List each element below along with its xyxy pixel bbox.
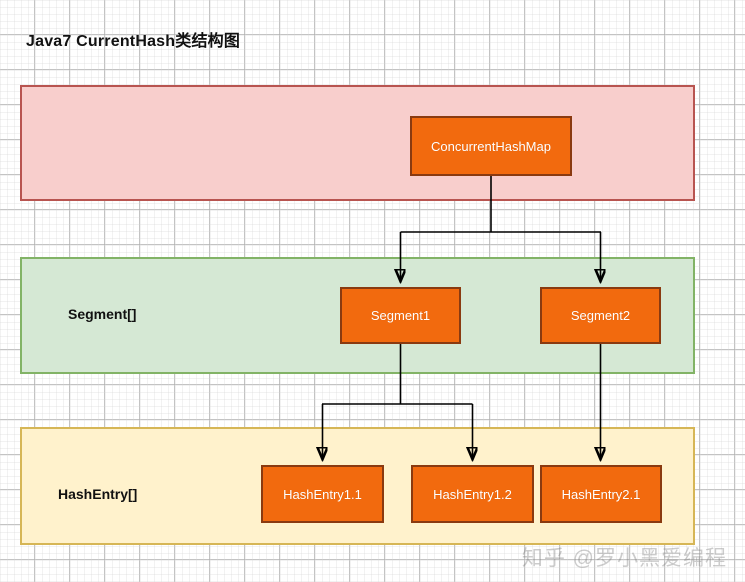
hashentry-array-label: HashEntry[] <box>58 486 138 502</box>
node-segment1[interactable]: Segment1 <box>340 287 461 344</box>
node-concurrenthashmap[interactable]: ConcurrentHashMap <box>410 116 572 176</box>
watermark: 知乎 @罗小黑爱编程 <box>521 547 727 570</box>
node-segment2[interactable]: Segment2 <box>540 287 661 344</box>
node-hashentry2-1[interactable]: HashEntry2.1 <box>540 465 662 523</box>
node-hashentry1-2[interactable]: HashEntry1.2 <box>411 465 534 523</box>
concurrenthashmap-layer-band <box>20 85 695 201</box>
segment-array-label: Segment[] <box>68 306 137 322</box>
page-title: Java7 CurrentHash类结构图 <box>26 33 241 50</box>
node-hashentry1-1[interactable]: HashEntry1.1 <box>261 465 384 523</box>
